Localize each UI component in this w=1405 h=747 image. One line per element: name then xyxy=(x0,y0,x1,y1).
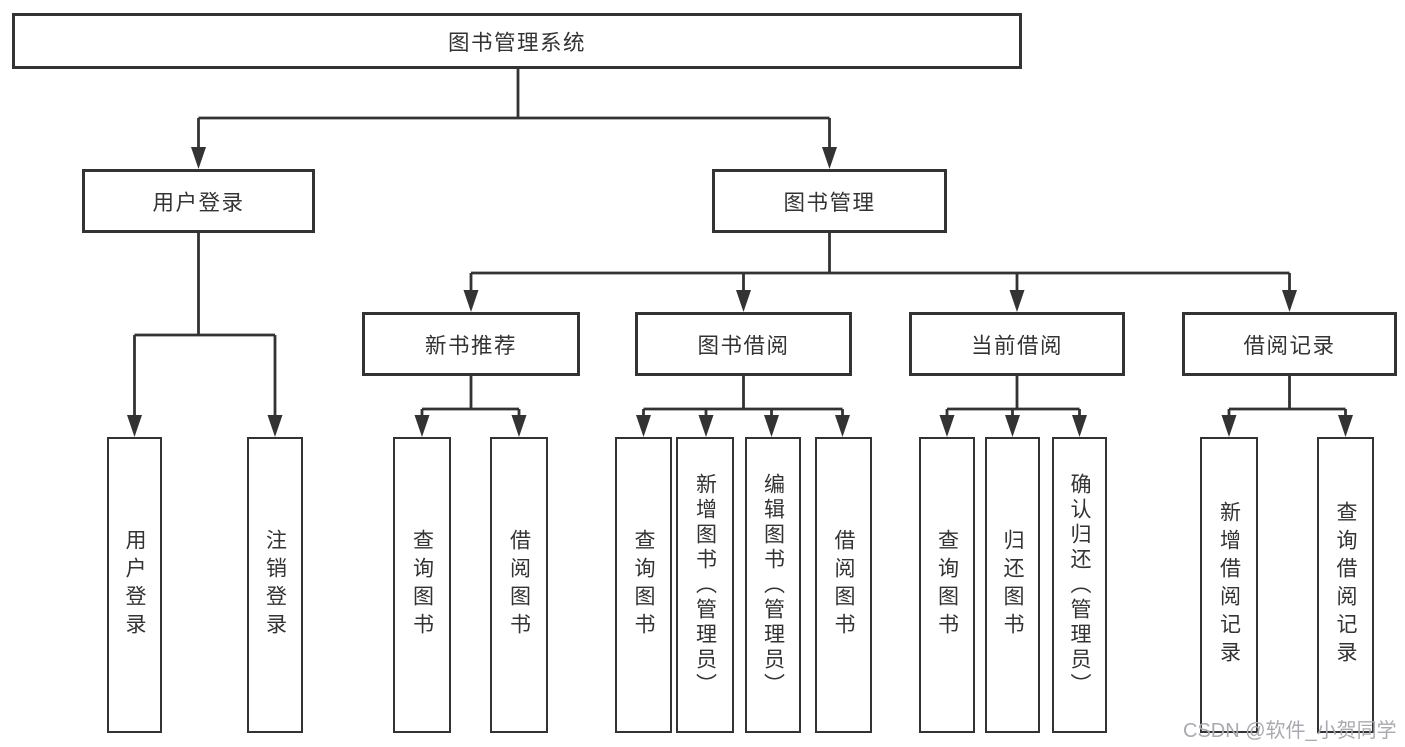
leaf-query-borrow-record: 查询借阅记录 xyxy=(1317,437,1374,733)
node-label: 编辑图书（管理员） xyxy=(761,472,785,698)
leaf-add-borrow-record: 新增借阅记录 xyxy=(1200,437,1258,733)
node-new-book-recommendation: 新书推荐 xyxy=(362,312,580,376)
node-label: 查询图书 xyxy=(632,529,655,641)
leaf-borrow-books-borrowing: 借阅图书 xyxy=(815,437,872,733)
node-label: 查询图书 xyxy=(410,529,434,641)
leaf-query-books-recommend: 查询图书 xyxy=(393,437,451,733)
node-label: 用户登录 xyxy=(152,190,245,215)
leaf-edit-book-admin: 编辑图书（管理员） xyxy=(745,437,801,733)
node-label: 新增图书（管理员） xyxy=(693,472,717,698)
node-label: 图书管理系统 xyxy=(447,30,586,55)
leaf-add-book-admin: 新增图书（管理员） xyxy=(676,437,734,733)
leaf-query-books-borrowing: 查询图书 xyxy=(615,437,672,733)
node-label: 借阅图书 xyxy=(507,529,531,641)
node-label: 借阅记录 xyxy=(1243,333,1336,358)
node-label: 当前借阅 xyxy=(970,333,1063,358)
node-label: 借阅图书 xyxy=(832,529,855,641)
node-label: 图书借阅 xyxy=(697,333,790,358)
watermark-text: CSDN @软件_小贺同学 xyxy=(1183,720,1397,742)
node-label: 确认归还（管理员） xyxy=(1068,472,1091,698)
leaf-logout-login: 注销登录 xyxy=(247,437,303,733)
node-label: 查询图书 xyxy=(935,529,959,641)
node-current-borrowing: 当前借阅 xyxy=(909,312,1125,376)
leaf-confirm-return-admin: 确认归还（管理员） xyxy=(1052,437,1107,733)
node-label: 新书推荐 xyxy=(424,333,517,358)
leaf-return-books: 归还图书 xyxy=(985,437,1040,733)
node-book-borrowing: 图书借阅 xyxy=(635,312,852,376)
node-label: 查询借阅记录 xyxy=(1334,501,1357,669)
node-book-management: 图书管理 xyxy=(712,169,947,233)
leaf-user-login: 用户登录 xyxy=(107,437,162,733)
node-label: 注销登录 xyxy=(263,529,287,641)
node-label: 归还图书 xyxy=(1001,529,1024,641)
node-label: 用户登录 xyxy=(123,529,146,641)
node-label: 图书管理 xyxy=(783,190,876,215)
leaf-query-books-current: 查询图书 xyxy=(919,437,975,733)
node-borrowing-records: 借阅记录 xyxy=(1182,312,1397,376)
node-user-login: 用户登录 xyxy=(82,169,315,233)
leaf-borrow-books-recommend: 借阅图书 xyxy=(490,437,548,733)
node-label: 新增借阅记录 xyxy=(1217,501,1241,669)
node-library-management-system: 图书管理系统 xyxy=(12,13,1022,69)
